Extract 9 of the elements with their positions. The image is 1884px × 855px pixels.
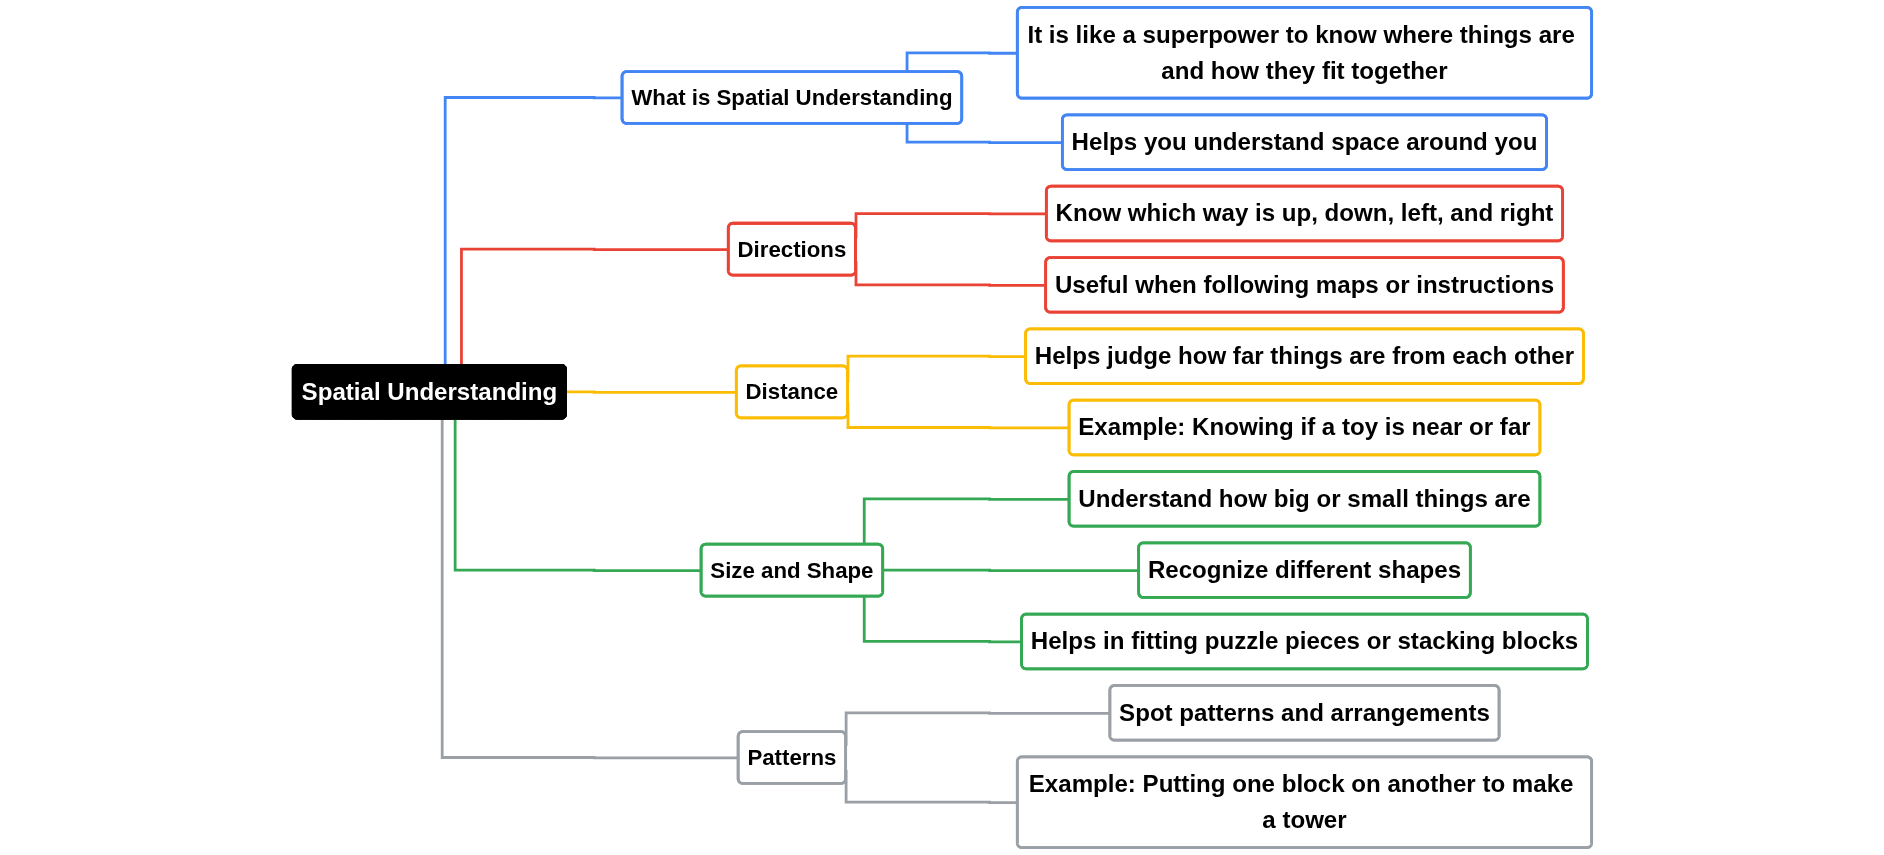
connector <box>565 390 737 394</box>
connector <box>905 123 1063 145</box>
connector <box>460 247 729 365</box>
connector <box>453 419 702 572</box>
connector <box>440 419 739 760</box>
connector <box>862 497 1070 545</box>
connector <box>862 596 1022 644</box>
connector <box>443 96 623 365</box>
connector <box>905 51 1018 72</box>
